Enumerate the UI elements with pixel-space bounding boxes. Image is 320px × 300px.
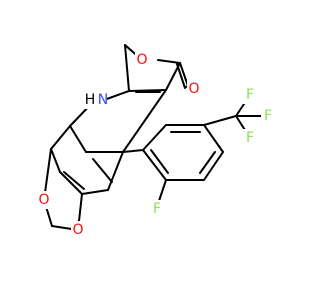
label-background xyxy=(37,191,51,209)
bond xyxy=(203,115,237,126)
atom-label-o-dioxole-top: O xyxy=(38,192,49,208)
label-background xyxy=(187,80,201,98)
label-background xyxy=(243,129,257,147)
label-background xyxy=(150,200,164,218)
atom-label-o-lactone: O xyxy=(136,52,147,68)
bond xyxy=(124,44,130,92)
molecule-structure-diagram: O O N H O O F F F F xyxy=(37,44,275,239)
atom-label-o-carbonyl: O xyxy=(188,81,199,97)
bond xyxy=(81,189,109,195)
bond xyxy=(69,125,87,153)
bond xyxy=(50,148,61,173)
label-background xyxy=(71,221,85,239)
bond xyxy=(103,90,130,101)
bond xyxy=(203,151,224,181)
label-background xyxy=(261,107,275,125)
atom-label-nh-h: H xyxy=(85,92,96,108)
bond xyxy=(179,62,189,87)
label-background xyxy=(83,91,107,109)
atom-label-f-cf3-bottom: F xyxy=(246,130,254,146)
atom-labels: O O N H O O F F F F xyxy=(37,51,275,239)
bond xyxy=(128,89,167,92)
bond xyxy=(150,149,169,174)
atom-label-nh-n: N xyxy=(98,92,108,108)
bond xyxy=(59,171,83,195)
label-background xyxy=(135,51,149,69)
bond xyxy=(122,89,167,153)
bond xyxy=(63,171,85,190)
bond xyxy=(157,59,181,64)
bond xyxy=(199,151,216,174)
bond xyxy=(176,63,186,89)
atom-label-f-cf3-right: F xyxy=(264,108,272,124)
bond xyxy=(142,149,167,181)
bond xyxy=(50,125,71,150)
bond xyxy=(92,158,113,183)
bond xyxy=(107,151,124,191)
atom-label-f-cf3-top: F xyxy=(246,87,254,103)
bond xyxy=(122,149,144,153)
bond xyxy=(203,124,224,153)
atom-label-o-dioxole-bottom: O xyxy=(72,222,83,238)
atom-label-f-aryl: F xyxy=(153,201,161,217)
bond xyxy=(142,124,167,151)
label-background xyxy=(243,86,257,104)
